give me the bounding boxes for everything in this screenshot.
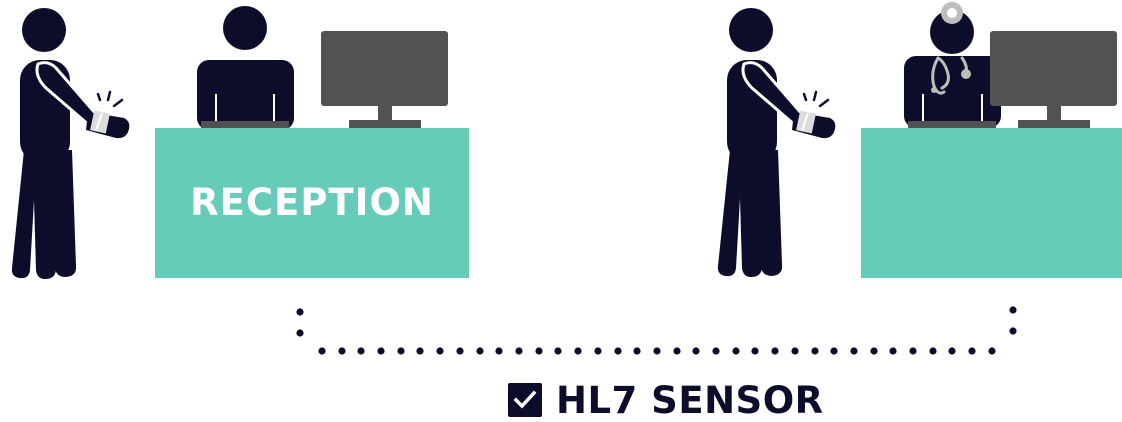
- connector-dot: [357, 347, 364, 354]
- patient-figure-right: [718, 8, 835, 277]
- connector-dot: [889, 347, 896, 354]
- keyboard-right: [908, 121, 996, 128]
- keyboard-left: [201, 121, 289, 128]
- connector-dot: [554, 347, 561, 354]
- receptionist-figure: [197, 6, 294, 130]
- connector-dot: [515, 347, 522, 354]
- connector-dot: [535, 347, 542, 354]
- monitor-right: [990, 31, 1117, 128]
- connector-dot: [633, 347, 640, 354]
- connector-dot: [397, 347, 404, 354]
- head-mirror-icon: [941, 2, 963, 24]
- connector-dot: [296, 308, 303, 315]
- connector-dot: [732, 347, 739, 354]
- connector-dot: [1009, 306, 1016, 313]
- patient-figure-left: [12, 8, 129, 279]
- connector-dot: [296, 329, 303, 336]
- checkbox-checked-icon: [508, 383, 542, 417]
- connector-dot: [791, 347, 798, 354]
- dotted-connector: [296, 306, 1016, 354]
- connector-dot: [614, 347, 621, 354]
- connector-dot: [318, 347, 325, 354]
- connector-dot: [436, 347, 443, 354]
- connector-dot: [712, 347, 719, 354]
- doctor-desk: [861, 128, 1122, 278]
- connector-dot: [771, 347, 778, 354]
- connector-dot: [830, 347, 837, 354]
- connector-dot: [811, 347, 818, 354]
- signal-icon-right: [804, 92, 828, 106]
- connector-dot: [673, 347, 680, 354]
- legend-label: HL7 SENSOR: [556, 379, 824, 422]
- connector-dot: [416, 347, 423, 354]
- signal-icon-left: [98, 92, 122, 106]
- connector-dot: [751, 347, 758, 354]
- connector-dot: [870, 347, 877, 354]
- reception-label: RECEPTION: [155, 176, 469, 228]
- connector-dot: [574, 347, 581, 354]
- monitor-left: [321, 31, 448, 128]
- hl7-sensor-legend: HL7 SENSOR: [508, 378, 824, 422]
- connector-dot: [692, 347, 699, 354]
- connector-dot: [377, 347, 384, 354]
- connector-dot: [338, 347, 345, 354]
- connector-dot: [495, 347, 502, 354]
- connector-dot: [929, 347, 936, 354]
- connector-dot: [456, 347, 463, 354]
- connector-dot: [653, 347, 660, 354]
- connector-dot: [988, 347, 995, 354]
- doctor-figure: [904, 10, 1001, 128]
- connector-dot: [968, 347, 975, 354]
- connector-dot: [948, 347, 955, 354]
- connector-dot: [850, 347, 857, 354]
- connector-dot: [1009, 327, 1016, 334]
- connector-dot: [476, 347, 483, 354]
- connector-dot: [594, 347, 601, 354]
- connector-dot: [909, 347, 916, 354]
